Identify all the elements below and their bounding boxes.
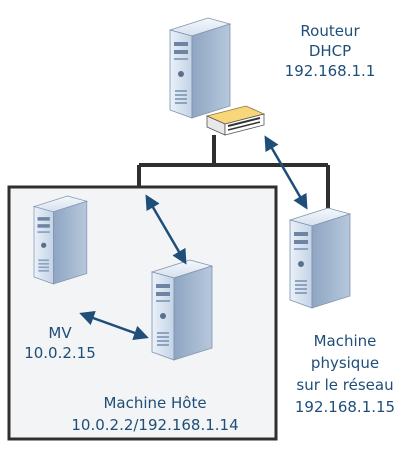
physical-line3: sur le réseau [296, 376, 394, 394]
physical-line2: physique [310, 354, 380, 372]
vm-ip: 10.0.2.15 [24, 344, 96, 362]
switch-icon [205, 105, 266, 136]
arrow-router-physical [264, 135, 308, 210]
router-server-icon [169, 17, 231, 119]
physical-ip: 192.168.1.15 [294, 398, 396, 416]
vm-name: MV [48, 324, 72, 342]
physical-line1: Machine [313, 332, 377, 350]
host-name: Machine Hôte [103, 394, 207, 412]
host-server-icon [151, 259, 213, 361]
vm-server-icon [33, 195, 88, 285]
router-label-line1: Routeur [300, 22, 360, 40]
vm-label: MV 10.0.2.15 [12, 323, 108, 363]
host-label: Machine Hôte 10.0.2.2/192.168.1.14 [40, 393, 270, 435]
arrow-vm-host [79, 311, 149, 340]
host-ip: 10.0.2.2/192.168.1.14 [71, 416, 239, 434]
arrow-bus-host [145, 194, 187, 265]
physical-label: Machine physique sur le réseau 192.168.1… [282, 330, 408, 418]
physical-server-icon [289, 207, 351, 309]
router-label-line2: DHCP [308, 42, 352, 60]
router-ip: 192.168.1.1 [284, 62, 376, 80]
router-label: Routeur DHCP 192.168.1.1 [280, 21, 380, 81]
